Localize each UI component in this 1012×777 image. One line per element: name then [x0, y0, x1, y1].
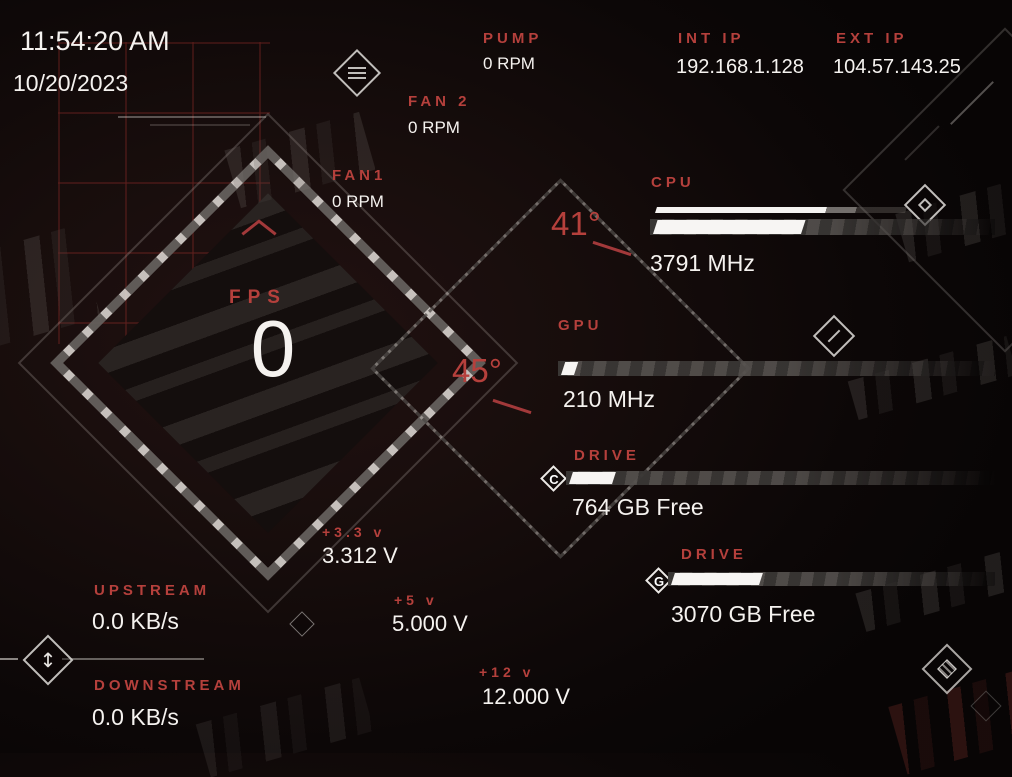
volt-33-value: 3.312 V	[322, 543, 398, 568]
gpu-temp: 45°	[452, 352, 502, 389]
volt-12-value: 12.000 V	[482, 684, 571, 709]
cpu-load-bar-fill	[653, 220, 806, 234]
gpu-label: GPU	[558, 317, 603, 334]
downstream-label: DOWNSTREAM	[94, 677, 245, 694]
pattern-diamond-icon	[921, 643, 973, 695]
gpu-load-bar-fill	[561, 362, 579, 375]
fan2-label: FAN 2	[408, 93, 471, 110]
cpu-load-bar	[650, 219, 995, 235]
horizontal-rule	[0, 658, 18, 660]
volt-12-label: +12 v	[479, 664, 535, 680]
ext-ip-value: 104.57.143.25	[833, 56, 961, 78]
fan1-value: 0 RPM	[332, 192, 384, 211]
pump-value: 0 RPM	[483, 54, 535, 73]
scratch-line	[118, 116, 266, 118]
cpu-temp: 41°	[551, 205, 601, 242]
updown-arrow-icon: ↕	[22, 634, 74, 686]
drive-g-icon: G	[645, 567, 673, 595]
small-diamond-icon	[289, 611, 315, 637]
volt-5-value: 5.000 V	[392, 611, 468, 636]
clock-date: 10/20/2023	[13, 70, 129, 96]
gpu-load-bar	[558, 361, 995, 376]
volt-33-label: +3.3 v	[322, 524, 386, 540]
int-ip-label: INT IP	[678, 30, 745, 47]
fan1-label: FAN1	[332, 167, 387, 184]
fan2-value: 0 RPM	[408, 118, 460, 137]
upstream-label: UPSTREAM	[94, 582, 211, 599]
grunge-streak	[855, 552, 1011, 632]
int-ip-value: 192.168.1.128	[676, 56, 804, 78]
ext-ip-label: EXT IP	[836, 30, 908, 47]
downstream-value: 0.0 KB/s	[92, 704, 179, 730]
drive-c-label: DRIVE	[574, 447, 640, 464]
pump-label: PUMP	[483, 30, 543, 47]
drive-g-bar	[668, 572, 995, 586]
cpu-label: CPU	[651, 174, 695, 191]
cpu-bar-highlight	[655, 207, 907, 213]
drive-g-free: 3070 GB Free	[671, 601, 816, 627]
drive-g-bar-fill	[671, 573, 764, 585]
grunge-streak	[847, 336, 1012, 420]
menu-diamond-icon	[332, 48, 382, 98]
drive-c-bar-fill	[569, 472, 616, 484]
drive-c-free: 764 GB Free	[572, 494, 704, 520]
drive-c-icon: C	[540, 465, 568, 493]
upstream-value: 0.0 KB/s	[92, 608, 179, 634]
scratch-line	[150, 124, 250, 126]
gpu-clock: 210 MHz	[563, 386, 656, 412]
pen-diamond-icon	[812, 314, 856, 358]
fps-value: 0	[250, 304, 296, 393]
volt-5-label: +5 v	[394, 592, 438, 608]
fps-label: FPS	[229, 287, 287, 308]
horizontal-rule	[62, 658, 204, 660]
drive-c-bar	[566, 471, 995, 485]
cpu-clock: 3791 MHz	[650, 250, 755, 276]
faint-diamond-icon	[970, 690, 1002, 722]
clock-time: 11:54:20 AM	[20, 26, 170, 56]
drive-g-label: DRIVE	[681, 546, 747, 563]
